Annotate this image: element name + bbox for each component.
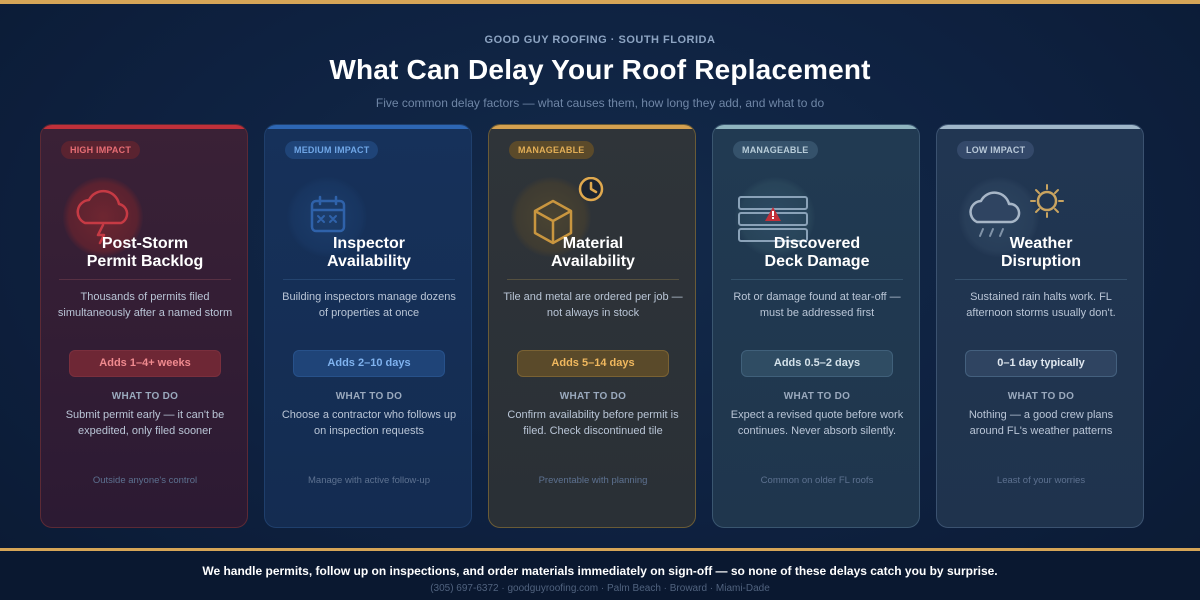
impact-badge: MEDIUM IMPACT xyxy=(285,141,379,159)
box-clock-icon xyxy=(511,177,604,257)
impact-badge: MANAGEABLE xyxy=(733,141,818,159)
card-accent xyxy=(713,125,919,129)
card-description: Thousands of permits filed simultaneousl… xyxy=(57,291,233,319)
card-material-availability: MANAGEABLE Material Availability Tile an… xyxy=(488,124,696,528)
page-subtitle: Five common delay factors — what causes … xyxy=(375,96,825,110)
footer-bar: We handle permits, follow up on inspecti… xyxy=(0,551,1200,600)
impact-badge: MANAGEABLE xyxy=(509,141,594,159)
divider xyxy=(59,279,231,280)
eyebrow: GOOD GUY ROOFING · SOUTH FLORIDA xyxy=(484,34,716,46)
calendar-icon xyxy=(287,177,367,257)
footer-message: We handle permits, follow up on inspecti… xyxy=(202,564,998,578)
card-footnote: Manage with active follow-up xyxy=(308,475,430,486)
what-to-do-label: WHAT TO DO xyxy=(559,391,627,402)
card-permit-backlog: HIGH IMPACT Post-Storm Permit Backlog Th… xyxy=(40,124,248,528)
card-accent xyxy=(265,125,471,129)
card-description: Building inspectors manage dozens of pro… xyxy=(282,291,456,319)
card-title: Weather Disruption xyxy=(1001,235,1081,270)
card-title: Inspector Availability xyxy=(327,235,411,270)
card-footnote: Least of your worries xyxy=(996,475,1086,486)
card-title: Discovered Deck Damage xyxy=(764,235,870,270)
page-title: What Can Delay Your Roof Replacement xyxy=(329,54,871,85)
card-footnote: Common on older FL roofs xyxy=(760,475,874,486)
duration-pill: Adds 1–4+ weeks xyxy=(69,350,221,377)
storm-cloud-icon xyxy=(63,177,143,257)
what-to-do-text: Expect a revised quote before work conti… xyxy=(730,409,904,437)
card-title: Material Availability xyxy=(551,235,635,270)
divider xyxy=(507,279,679,280)
card-title: Post-Storm Permit Backlog xyxy=(86,235,204,270)
card-weather-disruption: LOW IMPACT Weather Disruption Sustained … xyxy=(936,124,1144,528)
what-to-do-label: WHAT TO DO xyxy=(111,391,179,402)
duration-pill: Adds 5–14 days xyxy=(517,350,669,377)
card-footnote: Preventable with planning xyxy=(538,475,648,486)
what-to-do-text: Choose a contractor who follows up on in… xyxy=(281,409,457,437)
card-description: Tile and metal are ordered per job — not… xyxy=(503,291,683,319)
card-description: Sustained rain halts work. FL afternoon … xyxy=(966,291,1116,319)
footer-contact: (305) 697-6372 · goodguyroofing.com · Pa… xyxy=(430,583,770,594)
card-footnote: Outside anyone's control xyxy=(92,475,198,486)
rain-cloud-sun-icon xyxy=(959,177,1064,257)
card-accent xyxy=(41,125,247,129)
divider xyxy=(283,279,455,280)
what-to-do-text: Nothing — a good crew plans around FL's … xyxy=(968,409,1114,437)
card-deck-damage: MANAGEABLE Discovered Deck Damage Rot or… xyxy=(712,124,920,528)
duration-pill: Adds 0.5–2 days xyxy=(741,350,893,377)
impact-badge: LOW IMPACT xyxy=(957,141,1035,159)
what-to-do-label: WHAT TO DO xyxy=(783,391,851,402)
divider xyxy=(955,279,1127,280)
duration-pill: Adds 2–10 days xyxy=(293,350,445,377)
what-to-do-text: Confirm availability before permit is fi… xyxy=(507,409,679,437)
divider xyxy=(731,279,903,280)
deck-damage-icon xyxy=(735,177,815,257)
card-accent xyxy=(937,125,1143,129)
what-to-do-label: WHAT TO DO xyxy=(1007,391,1075,402)
bottom-accent-rule xyxy=(0,548,1200,551)
header: GOOD GUY ROOFING · SOUTH FLORIDA What Ca… xyxy=(0,34,1200,110)
what-to-do-text: Submit permit early — it can't be expedi… xyxy=(65,409,225,437)
impact-badge: HIGH IMPACT xyxy=(61,141,141,159)
what-to-do-label: WHAT TO DO xyxy=(335,391,403,402)
top-accent-rule xyxy=(0,0,1200,4)
duration-pill: 0–1 day typically xyxy=(965,350,1117,377)
delay-cards: HIGH IMPACT Post-Storm Permit Backlog Th… xyxy=(40,124,1160,528)
card-inspector-availability: MEDIUM IMPACT Inspector Availability Bui… xyxy=(264,124,472,528)
card-description: Rot or damage found at tear-off — must b… xyxy=(733,291,901,319)
card-accent xyxy=(489,125,695,129)
